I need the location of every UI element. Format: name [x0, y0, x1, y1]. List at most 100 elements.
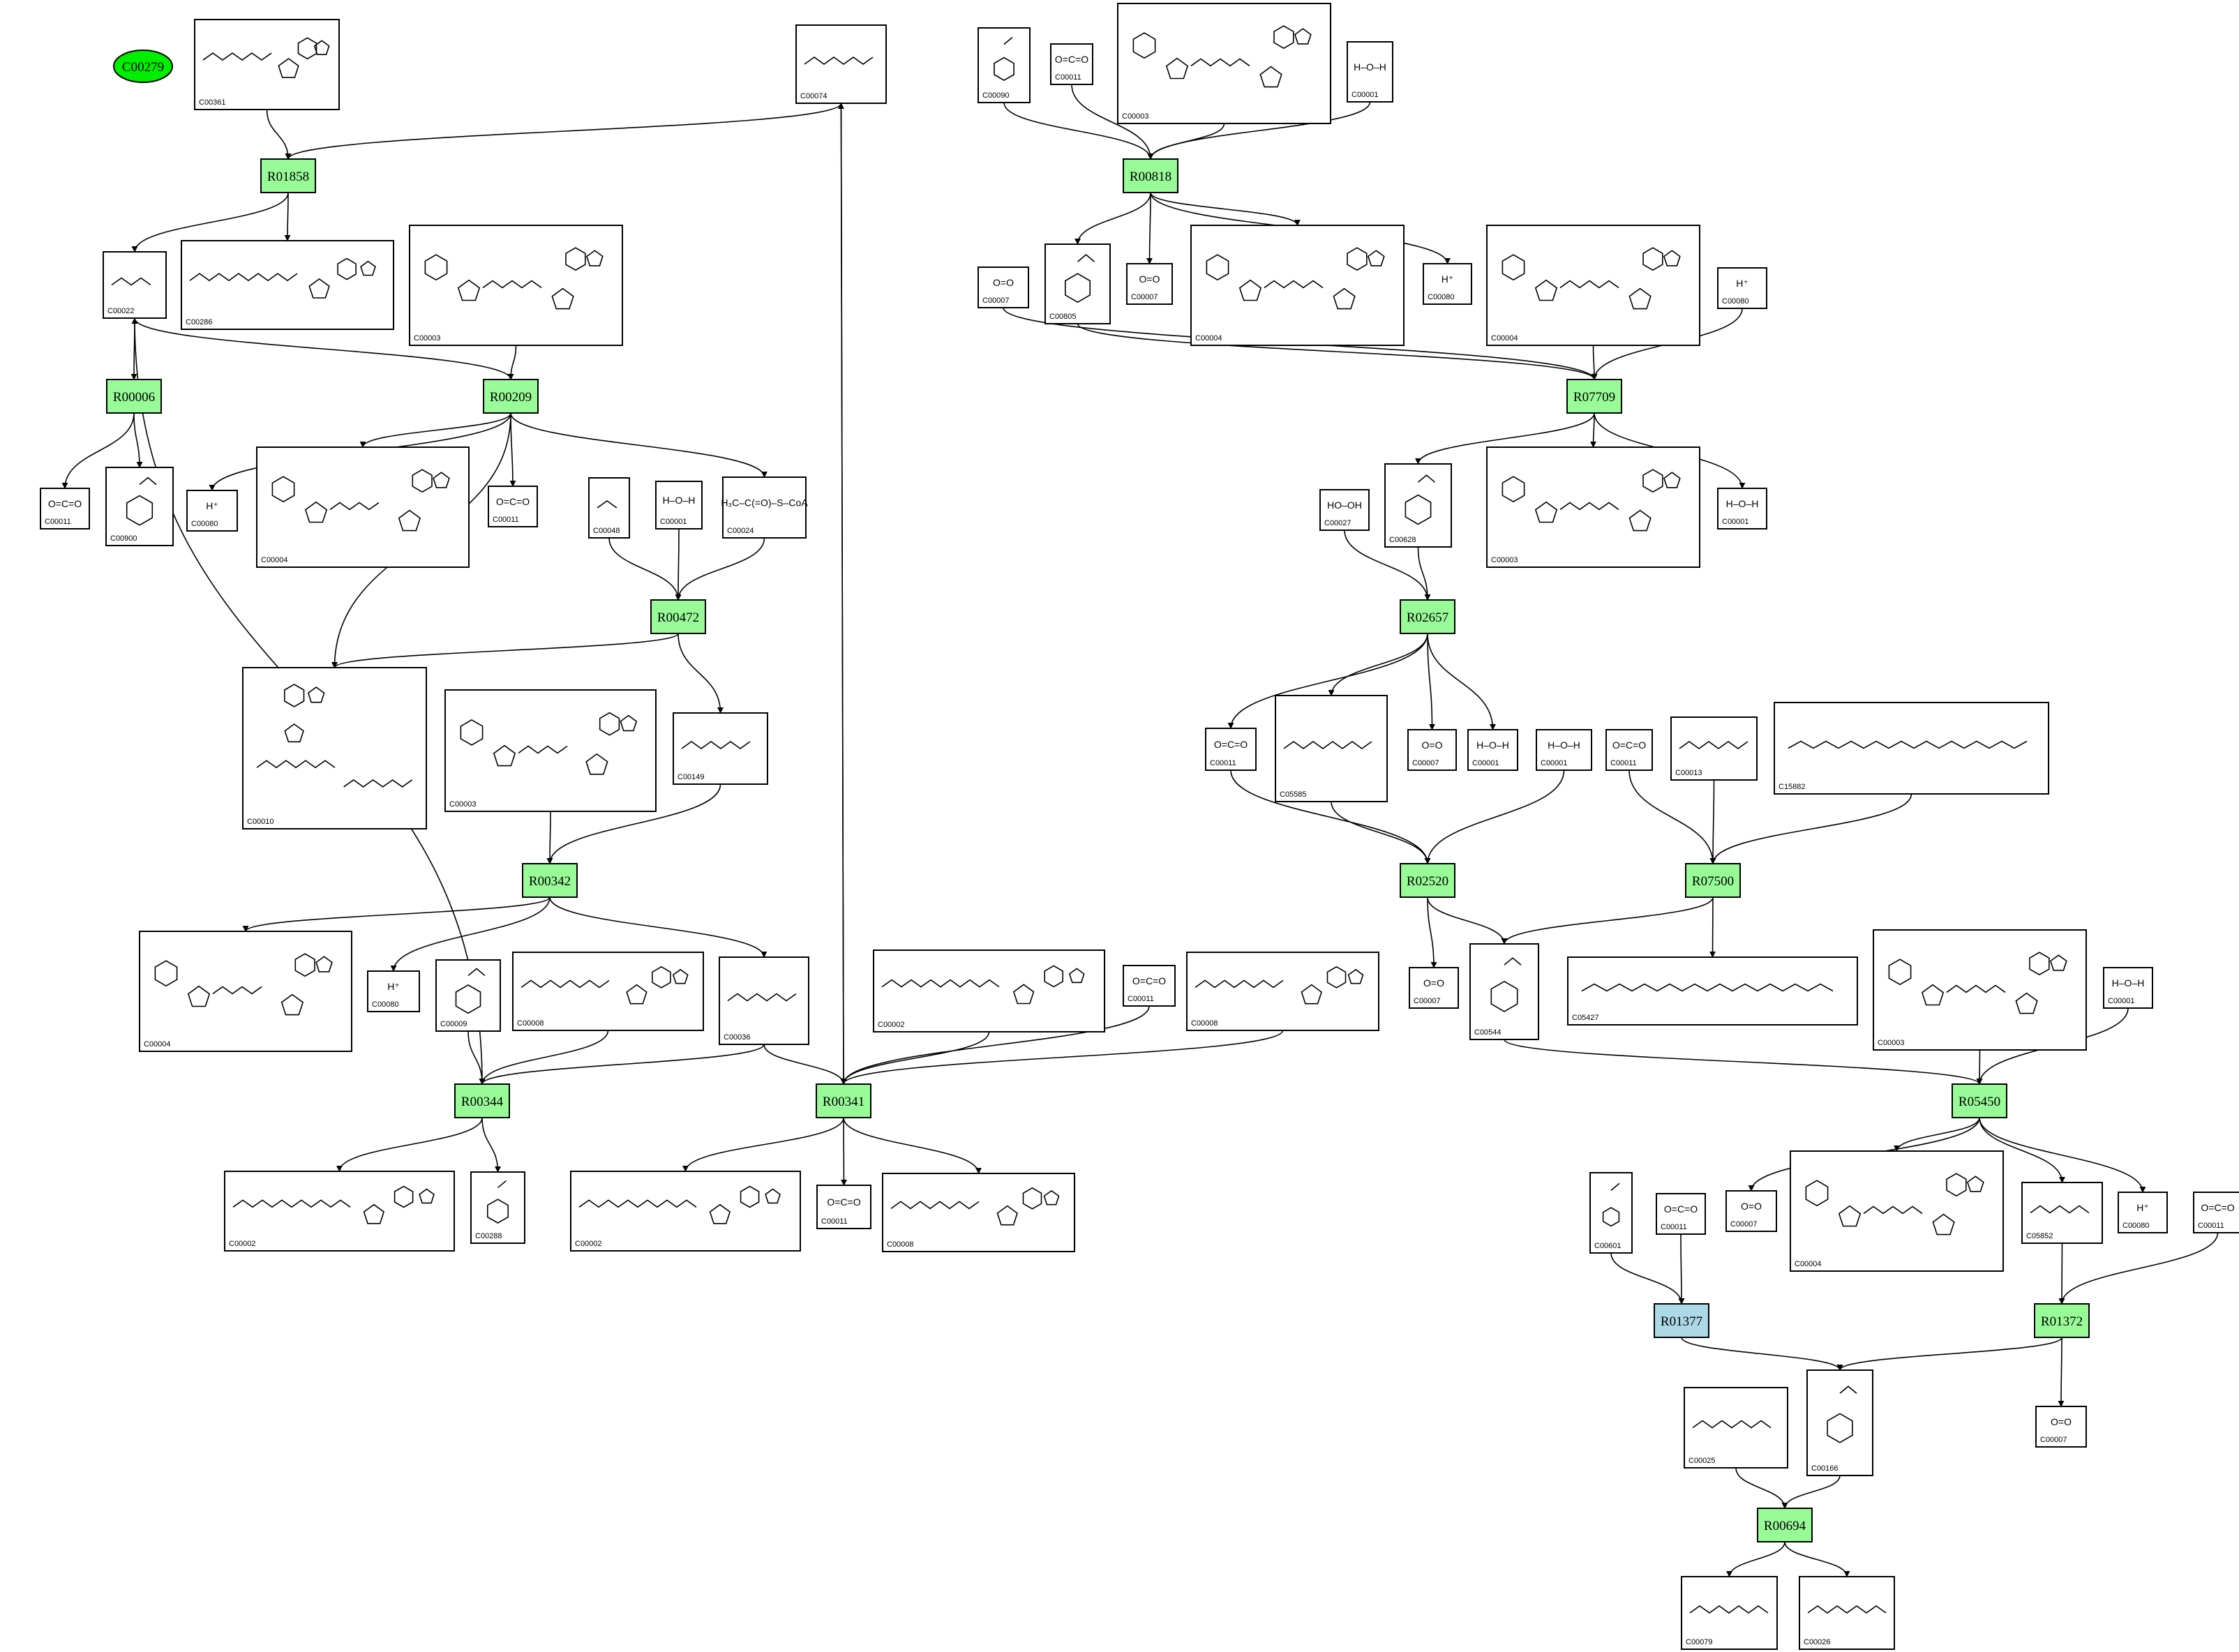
reaction-node-r02520[interactable]: R02520 [1400, 863, 1455, 898]
compound-node-c00080[interactable]: H⁺C00080 [367, 970, 420, 1012]
seed-node[interactable]: C00279 [113, 50, 173, 83]
compound-node-c00080[interactable]: H⁺C00080 [1423, 263, 1472, 305]
compound-box[interactable] [1589, 1172, 1633, 1254]
compound-box[interactable] [1407, 729, 1457, 771]
compound-node-c00004[interactable]: C00004 [1790, 1150, 2004, 1272]
compound-box[interactable] [1190, 225, 1405, 346]
compound-box[interactable] [1717, 488, 1767, 530]
compound-node-c00003[interactable]: C00003 [1873, 929, 2087, 1051]
reaction-box[interactable] [1400, 863, 1455, 898]
compound-box[interactable] [1186, 952, 1379, 1031]
reaction-box[interactable] [1123, 158, 1178, 193]
reaction-node-r00818[interactable]: R00818 [1123, 158, 1178, 193]
compound-box[interactable] [105, 467, 174, 546]
compound-box[interactable] [1126, 263, 1173, 305]
compound-box[interactable] [256, 446, 470, 568]
compound-box[interactable] [1873, 929, 2087, 1051]
reaction-box[interactable] [816, 1083, 871, 1118]
reaction-box[interactable] [2034, 1303, 2090, 1338]
compound-box[interactable] [139, 931, 352, 1052]
compound-node-c00002[interactable]: C00002 [570, 1171, 801, 1252]
reaction-box[interactable] [454, 1083, 510, 1118]
compound-node-c00003[interactable]: C00003 [444, 689, 657, 812]
reaction-node-r00209[interactable]: R00209 [483, 379, 539, 414]
compound-box[interactable] [1384, 463, 1452, 548]
compound-node-c00601[interactable]: C00601 [1589, 1172, 1633, 1254]
compound-box[interactable] [1347, 41, 1393, 103]
reaction-box[interactable] [260, 158, 316, 193]
reaction-box[interactable] [1566, 379, 1622, 414]
compound-node-c00036[interactable]: C00036 [719, 956, 809, 1045]
compound-node-c00166[interactable]: C00166 [1806, 1369, 1873, 1476]
reaction-node-r00472[interactable]: R00472 [650, 599, 706, 634]
compound-box[interactable] [816, 1185, 871, 1229]
compound-box[interactable] [1117, 3, 1331, 124]
compound-node-c00286[interactable]: C00286 [181, 240, 394, 330]
compound-box[interactable] [1319, 489, 1370, 531]
compound-node-c00008[interactable]: C00008 [882, 1173, 1075, 1252]
reaction-node-r01858[interactable]: R01858 [260, 158, 316, 193]
compound-box[interactable] [224, 1171, 455, 1252]
reaction-box[interactable] [1685, 863, 1741, 898]
compound-node-c00361[interactable]: C00361 [194, 19, 340, 110]
reaction-node-r07500[interactable]: R07500 [1685, 863, 1741, 898]
compound-box[interactable] [978, 27, 1031, 103]
reaction-node-r05450[interactable]: R05450 [1952, 1083, 2007, 1118]
compound-node-c00004[interactable]: C00004 [1190, 225, 1405, 346]
reaction-box[interactable] [1400, 599, 1455, 634]
compound-node-c00288[interactable]: C00288 [470, 1171, 525, 1244]
compound-box[interactable] [470, 1171, 525, 1244]
compound-box[interactable] [103, 251, 167, 319]
compound-box[interactable] [1123, 965, 1176, 1007]
compound-node-c00022[interactable]: C00022 [103, 251, 167, 319]
compound-box[interactable] [242, 667, 427, 829]
compound-box[interactable] [367, 970, 420, 1012]
compound-node-c00003[interactable]: C00003 [1117, 3, 1331, 124]
compound-box[interactable] [1469, 943, 1539, 1040]
compound-node-c00026[interactable]: C00026 [1799, 1576, 1895, 1650]
reaction-box[interactable] [1654, 1303, 1709, 1338]
compound-box[interactable] [655, 481, 703, 530]
compound-node-c00013[interactable]: C00013 [1670, 716, 1758, 781]
compound-box[interactable] [2103, 967, 2153, 1009]
reaction-box[interactable] [483, 379, 539, 414]
compound-box[interactable] [409, 225, 623, 346]
compound-node-c00004[interactable]: C00004 [256, 446, 470, 568]
compound-box[interactable] [1670, 716, 1758, 781]
compound-box[interactable] [1725, 1190, 1777, 1232]
reaction-node-r01377[interactable]: R01377 [1654, 1303, 1709, 1338]
compound-box[interactable] [1717, 267, 1767, 309]
compound-node-c00080[interactable]: H⁺C00080 [2118, 1192, 2168, 1233]
compound-box[interactable] [1536, 729, 1592, 771]
compound-box[interactable] [2118, 1192, 2168, 1233]
compound-box[interactable] [1409, 967, 1459, 1009]
compound-node-c00900[interactable]: C00900 [105, 467, 174, 546]
compound-node-c00003[interactable]: C00003 [409, 225, 623, 346]
compound-box[interactable] [1486, 225, 1700, 346]
compound-box[interactable] [1423, 263, 1472, 305]
compound-node-c00003[interactable]: C00003 [1486, 446, 1700, 568]
compound-node-c00149[interactable]: C00149 [673, 712, 768, 785]
compound-node-c00010[interactable]: C00010 [242, 667, 427, 829]
compound-box[interactable] [978, 266, 1029, 308]
reaction-node-r01372[interactable]: R01372 [2034, 1303, 2090, 1338]
reaction-box[interactable] [1952, 1083, 2007, 1118]
compound-box[interactable] [1050, 43, 1093, 85]
reaction-node-r00694[interactable]: R00694 [1757, 1508, 1813, 1542]
compound-node-c00004[interactable]: C00004 [139, 931, 352, 1052]
compound-node-c00080[interactable]: H⁺C00080 [186, 490, 238, 532]
compound-box[interactable] [795, 24, 887, 104]
compound-node-c00002[interactable]: C00002 [873, 949, 1105, 1032]
